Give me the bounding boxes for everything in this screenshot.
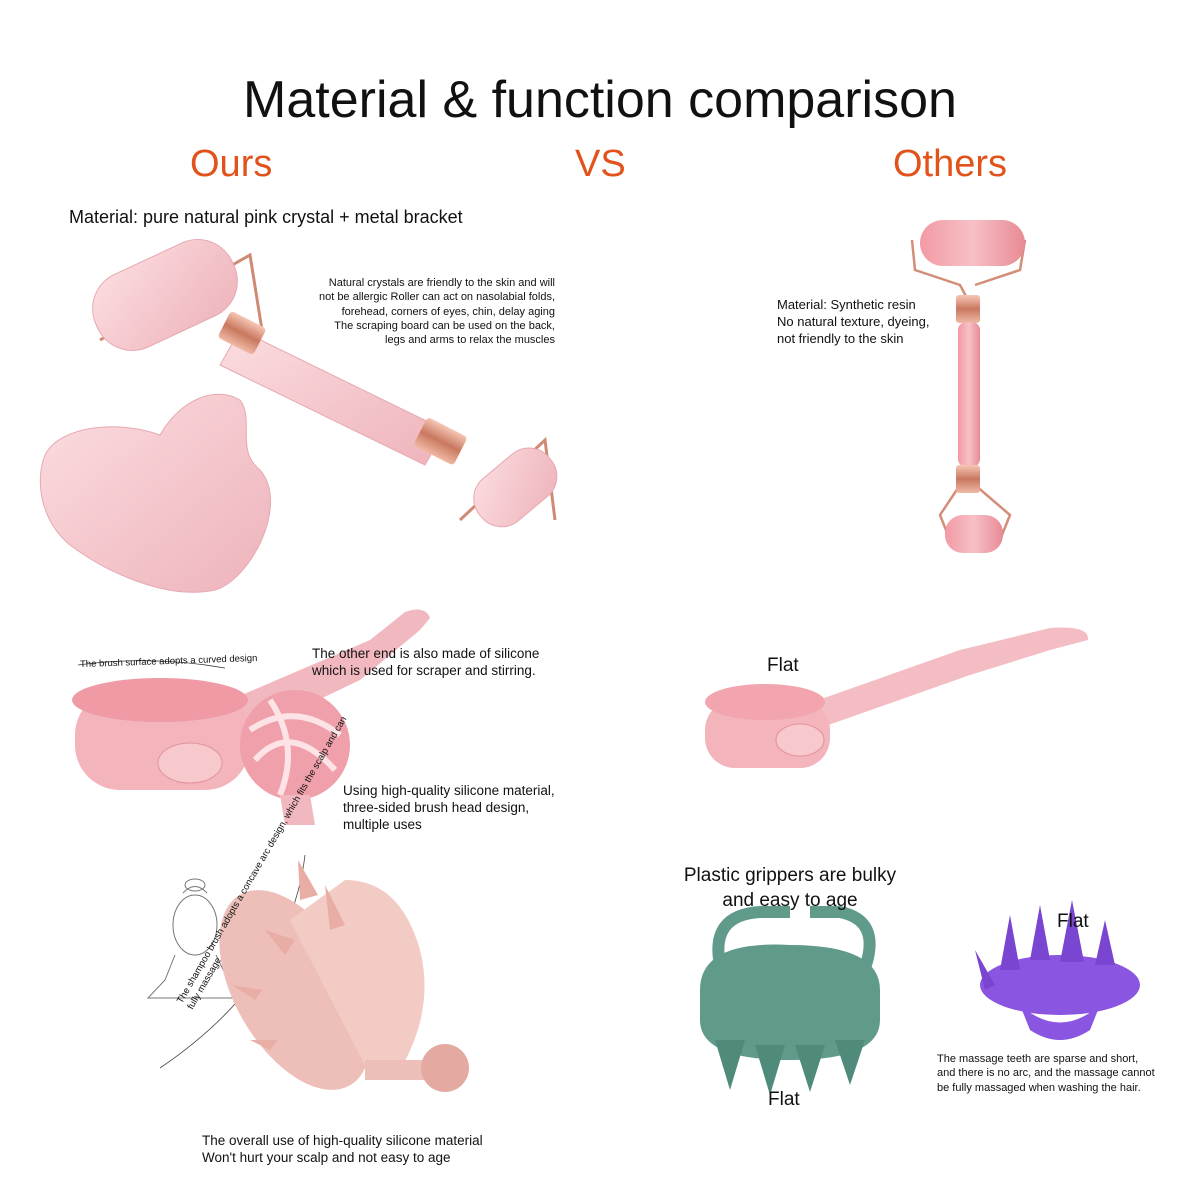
others-brush-handle	[790, 627, 1089, 735]
ours-brush-head-top	[72, 678, 248, 722]
brush-material-note: Using high-quality silicone material, th…	[343, 783, 555, 832]
ours-brush-side-bristles	[157, 742, 223, 784]
others-teeth-note: The massage teeth are sparse and short, …	[937, 1053, 1155, 1094]
large-roller-big-stone	[92, 239, 238, 351]
others-roller-desc: Material: Synthetic resin No natural tex…	[777, 297, 930, 346]
large-roller-small-stone	[473, 447, 558, 528]
others-brush-side-bristles	[775, 723, 825, 757]
vs-header: VS	[575, 143, 626, 185]
ours-roller-material: Material: pure natural pink crystal + me…	[69, 207, 463, 227]
large-roller-handle	[219, 329, 446, 466]
gua-sha-board	[39, 393, 272, 593]
resin-roller-bottom-stone	[945, 515, 1003, 553]
resin-roller-top-stone	[920, 220, 1025, 266]
ours-header: Ours	[190, 143, 273, 185]
others-brush-head-top	[705, 684, 825, 720]
others-brush-flat-label: Flat	[767, 655, 799, 676]
large-roller-ferrule-top	[218, 311, 266, 355]
others-purple-flat-label: Flat	[1057, 911, 1089, 932]
brush-other-end-note: The other end is also made of silicone w…	[312, 646, 540, 678]
resin-roller-frame	[910, 239, 1027, 541]
resin-roller-handle	[958, 322, 980, 467]
others-purple-scalp-brush	[975, 900, 1140, 1040]
page-title: Material & function comparison	[243, 71, 957, 129]
resin-roller-ferrule-top	[956, 295, 980, 323]
ours-brush-stem	[280, 795, 315, 825]
ours-roller-desc: Natural crystals are friendly to the ski…	[318, 277, 555, 347]
curved-note-arc	[77, 660, 226, 669]
ours-scalp-desc: The overall use of high-quality silicone…	[202, 1133, 483, 1165]
others-teal-flat-label: Flat	[768, 1089, 800, 1110]
ours-scalp-brush	[219, 860, 469, 1092]
others-grippers-note: Plastic grippers are bulky and easy to a…	[683, 865, 897, 911]
ours-brush-basket-weave	[248, 698, 342, 797]
others-header: Others	[893, 143, 1008, 185]
others-teal-scalp-brush	[700, 906, 880, 1095]
resin-roller-ferrule-bottom	[956, 465, 980, 493]
large-roller-ferrule-bottom	[414, 418, 467, 465]
